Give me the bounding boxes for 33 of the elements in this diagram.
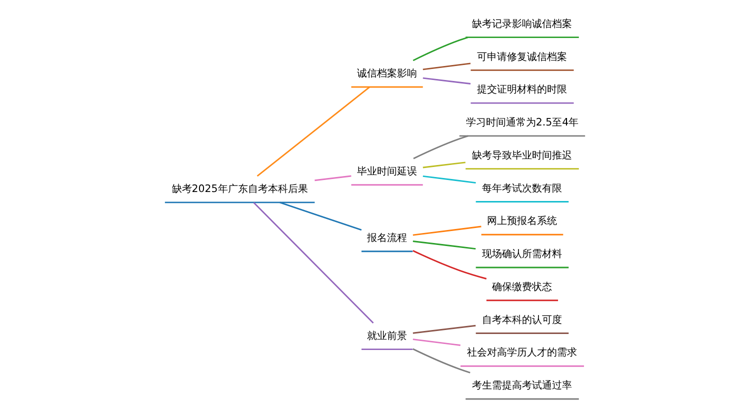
node-text: 确保缴费状态 <box>492 282 552 293</box>
connector <box>412 338 460 346</box>
connector <box>412 250 487 280</box>
connector <box>422 175 476 184</box>
node-text: 缺考2025年广东自考本科后果 <box>172 184 308 195</box>
connector <box>280 202 362 231</box>
node-text: 网上预报名系统 <box>487 216 558 228</box>
connector <box>422 77 471 84</box>
connector <box>412 36 468 62</box>
node-text: 学习时间通常为2.5至4年 <box>466 118 579 128</box>
node-text: 现场确认所需材料 <box>482 249 562 260</box>
node-text: 诚信档案影响 <box>357 68 418 80</box>
node-text: 社会对高学历人才的需求 <box>467 348 578 359</box>
connector <box>422 162 466 168</box>
connector <box>413 135 468 160</box>
node-text: 毕业时间延误 <box>357 166 418 178</box>
connector <box>412 348 470 374</box>
connector <box>412 240 476 250</box>
node-text: 每年考试次数有限 <box>482 183 562 194</box>
connector <box>422 62 471 70</box>
connector <box>314 175 352 182</box>
node-text: 就业前景 <box>367 330 408 342</box>
connector <box>412 324 476 334</box>
node-text: 缺考记录影响诚信档案 <box>472 18 572 30</box>
node-text: 报名流程 <box>367 232 408 244</box>
node-text: 提交证明材料的时限 <box>477 84 568 96</box>
node-text: 考生需提高考试通过率 <box>472 380 572 392</box>
node-text: 缺考导致毕业时间推迟 <box>472 150 572 162</box>
node-text: 可申请修复诚信档案 <box>477 52 568 63</box>
connector <box>256 86 370 177</box>
connector <box>253 202 374 324</box>
connector <box>412 226 482 236</box>
node-text: 自考本科的认可度 <box>482 314 562 326</box>
